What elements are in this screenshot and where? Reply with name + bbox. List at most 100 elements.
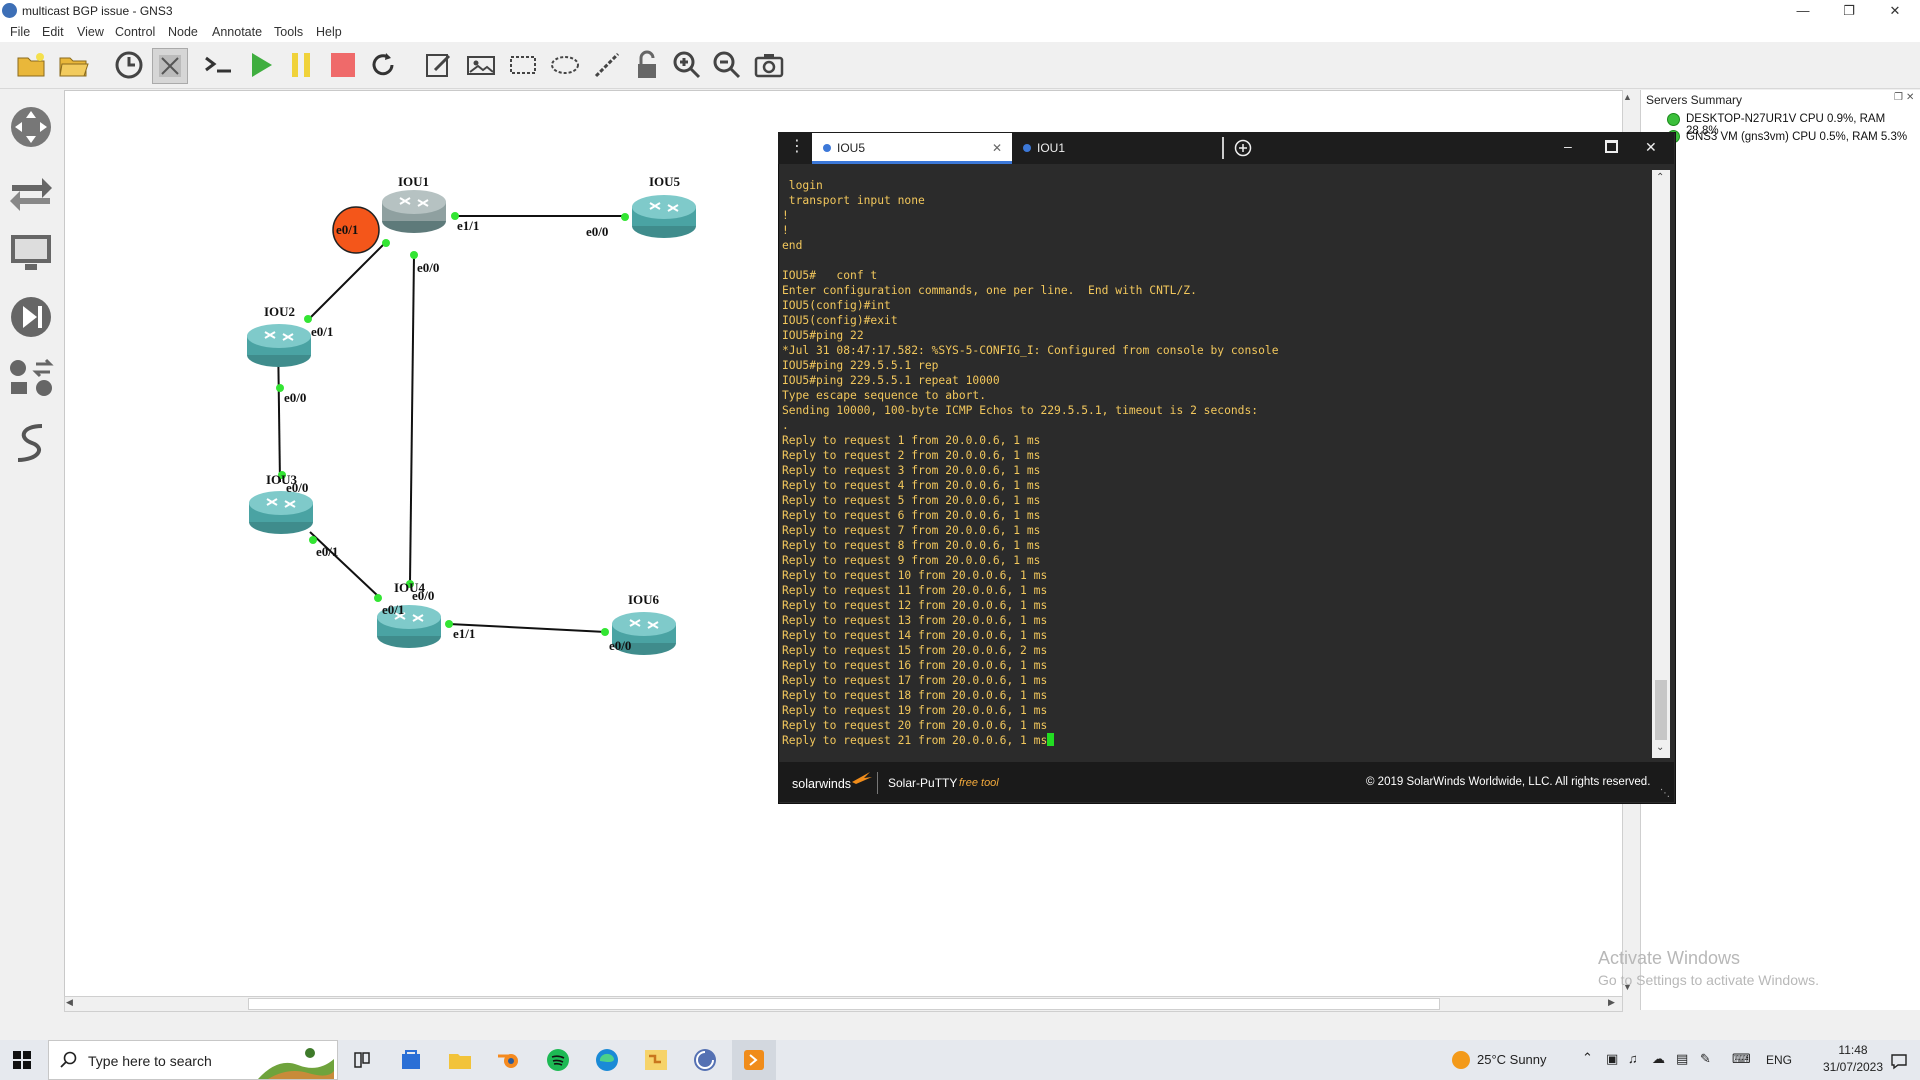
zoom-in-icon[interactable] bbox=[670, 48, 704, 82]
terminal-line: Reply to request 19 from 20.0.0.6, 1 ms bbox=[782, 704, 1048, 717]
terminal-scrollbar[interactable] bbox=[1652, 170, 1670, 758]
network-icon[interactable]: ☁ bbox=[1652, 1051, 1665, 1066]
terminal-line: . bbox=[782, 419, 789, 432]
restore-button[interactable]: ❐ bbox=[1843, 3, 1855, 18]
menu-annotate[interactable]: Annotate bbox=[212, 25, 263, 39]
menu-file[interactable]: File bbox=[10, 25, 31, 39]
terminal-cursor bbox=[1047, 733, 1055, 746]
panel-close-icon[interactable]: ✕ bbox=[1906, 92, 1915, 103]
node-label-iou4: IOU4 bbox=[394, 580, 426, 595]
terminal-line: transport input none bbox=[782, 194, 925, 207]
topology-app-icon[interactable] bbox=[641, 1046, 671, 1074]
keyboard-icon[interactable]: ⌨ bbox=[1732, 1051, 1751, 1066]
reload-all-icon[interactable] bbox=[366, 48, 400, 82]
notification-center-icon[interactable] bbox=[1890, 1052, 1908, 1070]
weather-sun-icon[interactable] bbox=[1450, 1049, 1472, 1071]
link-endpoint bbox=[276, 384, 284, 392]
menu-node[interactable]: Node bbox=[168, 25, 198, 39]
weather-text[interactable]: 25°C Sunny bbox=[1477, 1052, 1547, 1067]
browse-all-devices-icon[interactable] bbox=[8, 356, 54, 402]
blender-icon[interactable] bbox=[494, 1046, 524, 1074]
draw-line-icon[interactable] bbox=[590, 48, 624, 82]
terminal-scroll-down-icon[interactable]: ⌄ bbox=[1656, 742, 1665, 753]
suspend-all-icon[interactable] bbox=[284, 48, 318, 82]
scroll-down-arrow-icon[interactable]: ▼ bbox=[1623, 982, 1632, 992]
screenshot-camera-icon[interactable] bbox=[752, 48, 786, 82]
browse-routers-icon[interactable] bbox=[8, 104, 54, 150]
terminal-line: Reply to request 7 from 20.0.0.6, 1 ms bbox=[782, 524, 1041, 537]
canvas-horizontal-scroll-thumb[interactable] bbox=[248, 998, 1440, 1010]
node-label-iou1: IOU1 bbox=[398, 174, 429, 189]
terminal-menu-icon[interactable]: ⋮ bbox=[789, 138, 805, 155]
snapshot-clock-icon[interactable] bbox=[112, 48, 146, 82]
task-view-icon[interactable] bbox=[347, 1046, 377, 1074]
solar-putty-taskbar-icon[interactable] bbox=[739, 1046, 769, 1074]
show-interface-labels-icon[interactable] bbox=[152, 48, 188, 84]
browse-end-devices-icon[interactable] bbox=[8, 230, 54, 276]
browse-security-devices-icon[interactable] bbox=[8, 294, 54, 340]
scroll-right-arrow-icon[interactable]: ▶ bbox=[1608, 997, 1615, 1007]
clock-time[interactable]: 11:48 bbox=[1838, 1043, 1868, 1057]
terminal-scroll-thumb[interactable] bbox=[1655, 680, 1667, 740]
display-icon[interactable]: ▤ bbox=[1676, 1051, 1689, 1066]
panel-float-icon[interactable]: ❐ bbox=[1894, 92, 1903, 103]
resize-grip-icon[interactable]: ⋱ bbox=[1660, 788, 1670, 799]
lock-unlock-icon[interactable] bbox=[630, 48, 664, 82]
add-note-icon[interactable] bbox=[422, 48, 456, 82]
tray-app-icon[interactable]: ▣ bbox=[1606, 1051, 1619, 1066]
tab-close-icon[interactable]: ✕ bbox=[992, 141, 1003, 155]
microsoft-store-icon[interactable] bbox=[396, 1046, 426, 1074]
topology-diagram[interactable]: IOU1 IOU5 IOU2 IOU3 IOU4 IOU6 e0/1 e1/1 … bbox=[64, 90, 1621, 996]
menu-view[interactable]: View bbox=[77, 25, 104, 39]
pen-icon[interactable]: ✎ bbox=[1700, 1051, 1711, 1066]
draw-ellipse-icon[interactable] bbox=[548, 48, 582, 82]
terminal-line: Type escape sequence to abort. bbox=[782, 389, 987, 402]
close-button[interactable]: ✕ bbox=[1889, 3, 1901, 18]
terminal-scroll-up-icon[interactable]: ⌃ bbox=[1656, 172, 1665, 183]
zoom-out-icon[interactable] bbox=[710, 48, 744, 82]
terminal-maximize-icon[interactable] bbox=[1605, 140, 1618, 153]
link-endpoint bbox=[601, 628, 609, 636]
menu-control[interactable]: Control bbox=[115, 25, 156, 39]
windows-start-icon[interactable] bbox=[13, 1051, 31, 1069]
menu-tools[interactable]: Tools bbox=[274, 25, 304, 39]
terminal-tab-iou5[interactable] bbox=[812, 133, 1012, 164]
show-hidden-icons-icon[interactable]: ⌃ bbox=[1582, 1050, 1593, 1065]
add-link-icon[interactable] bbox=[8, 420, 54, 466]
terminal-line: Reply to request 20 from 20.0.0.6, 1 ms bbox=[782, 719, 1048, 732]
stop-all-icon[interactable] bbox=[326, 48, 360, 82]
console-all-icon[interactable] bbox=[202, 48, 236, 82]
speaker-icon[interactable]: ♫ bbox=[1628, 1051, 1638, 1066]
menu-help[interactable]: Help bbox=[316, 25, 342, 39]
search-icon bbox=[60, 1051, 77, 1068]
gns3-taskbar-icon[interactable] bbox=[690, 1046, 720, 1074]
activate-windows-subtitle: Go to Settings to activate Windows. bbox=[1598, 972, 1819, 988]
file-explorer-icon[interactable] bbox=[445, 1046, 475, 1074]
terminal-line: Reply to request 8 from 20.0.0.6, 1 ms bbox=[782, 539, 1041, 552]
start-all-icon[interactable] bbox=[244, 48, 278, 82]
menu-edit[interactable]: Edit bbox=[42, 25, 64, 39]
scroll-left-arrow-icon[interactable]: ◀ bbox=[66, 997, 73, 1007]
terminal-close-icon[interactable]: ✕ bbox=[1645, 139, 1657, 155]
tab-separator bbox=[1222, 137, 1224, 159]
router-iou4 bbox=[377, 605, 441, 648]
terminal-minimize-icon[interactable]: – bbox=[1564, 138, 1572, 154]
server-item[interactable]: GNS3 VM (gns3vm) CPU 0.5%, RAM 5.3% bbox=[1686, 131, 1908, 143]
router-iou3 bbox=[249, 491, 313, 534]
new-tab-plus-icon[interactable] bbox=[1234, 139, 1252, 157]
clock-date[interactable]: 31/07/2023 bbox=[1822, 1060, 1884, 1074]
scroll-up-arrow-icon[interactable]: ▲ bbox=[1623, 92, 1632, 102]
browse-switches-icon[interactable] bbox=[8, 168, 54, 214]
server-item[interactable]: DESKTOP-N27UR1V CPU 0.9%, RAM 28.8% bbox=[1686, 113, 1886, 137]
new-project-icon[interactable] bbox=[14, 48, 48, 82]
terminal-line: IOU5#ping 229.5.5.1 rep bbox=[782, 359, 939, 372]
draw-rectangle-icon[interactable] bbox=[506, 48, 540, 82]
minimize-button[interactable]: — bbox=[1796, 3, 1810, 18]
insert-picture-icon[interactable] bbox=[464, 48, 498, 82]
highlight-circle bbox=[332, 206, 380, 254]
language-indicator[interactable]: ENG bbox=[1766, 1053, 1793, 1067]
open-project-icon[interactable] bbox=[56, 48, 90, 82]
spotify-icon[interactable] bbox=[543, 1046, 573, 1074]
edge-browser-icon[interactable] bbox=[592, 1046, 622, 1074]
